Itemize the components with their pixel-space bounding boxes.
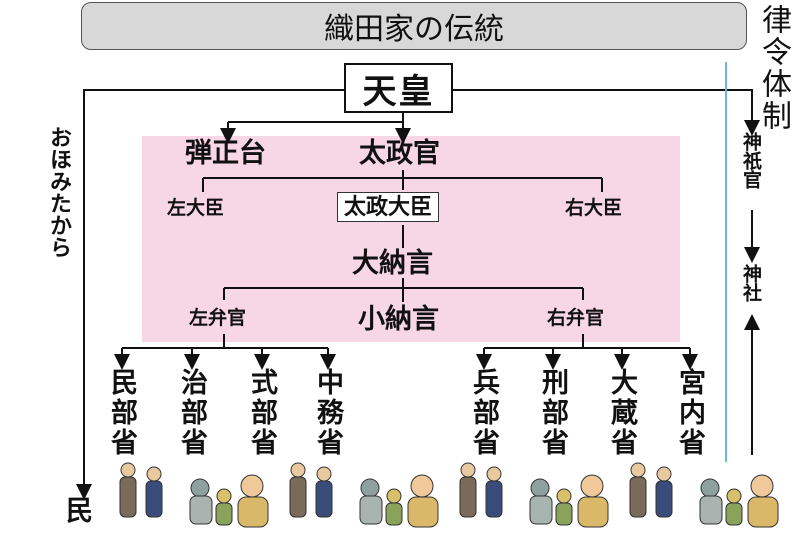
shrine-label: 神社: [740, 264, 762, 302]
gyobusho-label: 刑部省: [537, 368, 568, 458]
jibusho-label: 治部省: [176, 368, 207, 458]
dajokan-label: 太政官: [359, 138, 440, 169]
page-title: 織田家の伝統: [81, 2, 747, 50]
shikibusho-label: 式部省: [246, 368, 277, 458]
right-minister-label: 右大臣: [565, 197, 623, 219]
chancellor-label: 太政大臣: [337, 192, 440, 222]
shonagon-label: 小納言: [358, 304, 439, 335]
commoner-figure-icon: [119, 462, 269, 528]
left-controller-label: 左弁官: [189, 307, 247, 329]
people-reading-note: おほみたから: [46, 126, 72, 258]
emperor-box: 天皇: [344, 63, 453, 113]
left-minister-label: 左大臣: [167, 197, 225, 219]
people-label: 民: [66, 496, 93, 527]
danjodai-label: 弾正台: [185, 138, 266, 169]
minbusho-label: 民部省: [106, 368, 137, 458]
commoners-illustration: [119, 462, 779, 528]
kunaisho-label: 宮内省: [674, 368, 705, 458]
nakatsukasasho-label: 中務省: [312, 368, 343, 458]
okurasho-label: 大蔵省: [606, 368, 637, 458]
right-controller-label: 右弁官: [547, 307, 605, 329]
ritsuryo-system-label: 律令体制: [756, 4, 791, 132]
dainagon-label: 大納言: [352, 248, 433, 279]
hyobusho-label: 兵部省: [468, 368, 499, 458]
jingikan-label: 神祇官: [740, 132, 762, 189]
